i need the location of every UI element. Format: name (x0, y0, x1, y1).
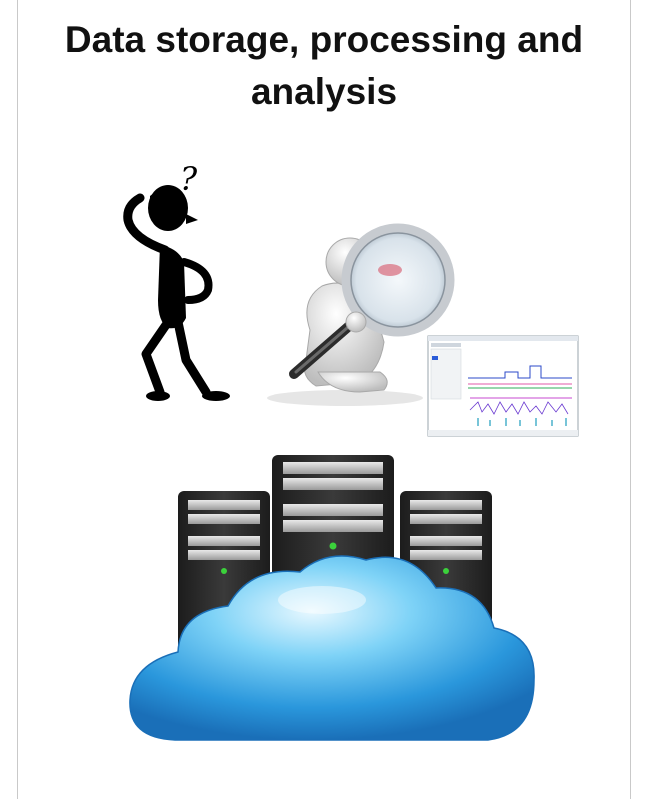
cloud-servers-icon (129, 455, 535, 741)
analysis-software-screenshot (427, 335, 579, 437)
page-title: Data storage, processing and analysis (64, 19, 584, 112)
confused-stick-figure-icon: ? (123, 160, 230, 401)
magnifying-glass-figure-icon (267, 223, 455, 406)
cloud-shape (129, 555, 535, 741)
svg-text:?: ? (180, 160, 198, 198)
